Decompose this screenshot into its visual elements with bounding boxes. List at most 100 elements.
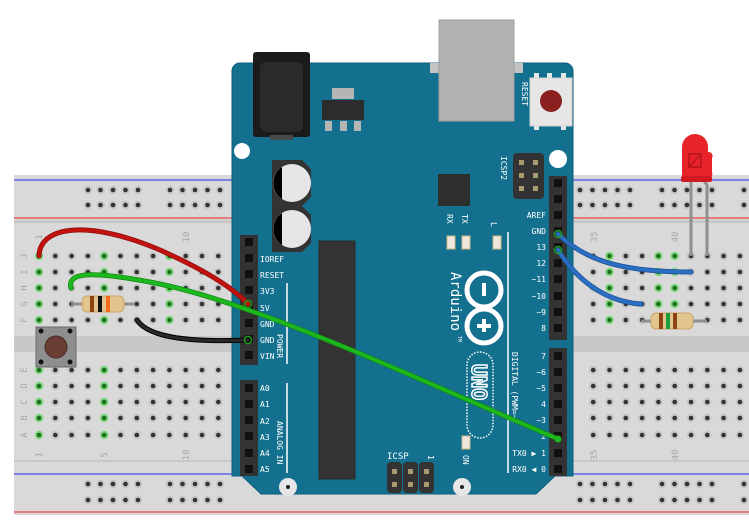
breadboard-hole[interactable]: [51, 365, 60, 375]
breadboard-hole[interactable]: [589, 430, 598, 440]
breadboard-hole[interactable]: [34, 381, 44, 391]
breadboard-hole[interactable]: [613, 479, 622, 489]
breadboard-hole[interactable]: [100, 381, 109, 391]
breadboard-hole[interactable]: [51, 267, 60, 277]
breadboard-hole[interactable]: [719, 430, 728, 440]
breadboard-hole[interactable]: [670, 299, 679, 309]
breadboard-hole[interactable]: [735, 365, 745, 375]
breadboard-hole[interactable]: [133, 185, 143, 195]
breadboard-hole[interactable]: [190, 185, 200, 195]
breadboard-hole[interactable]: [670, 397, 679, 407]
breadboard-hole[interactable]: [657, 200, 667, 210]
breadboard-hole[interactable]: [605, 365, 614, 375]
header-socket[interactable]: [554, 211, 562, 219]
breadboard-hole[interactable]: [121, 479, 130, 489]
breadboard-hole[interactable]: [686, 430, 696, 440]
breadboard-hole[interactable]: [51, 413, 60, 423]
breadboard-hole[interactable]: [178, 495, 187, 505]
breadboard-hole[interactable]: [116, 397, 125, 407]
breadboard-hole[interactable]: [165, 267, 174, 277]
breadboard-hole[interactable]: [707, 479, 717, 489]
breadboard-hole[interactable]: [67, 430, 76, 440]
breadboard-hole[interactable]: [148, 251, 158, 261]
breadboard-hole[interactable]: [215, 185, 225, 195]
breadboard-hole[interactable]: [703, 283, 712, 293]
breadboard-hole[interactable]: [148, 430, 158, 440]
breadboard-hole[interactable]: [96, 479, 105, 489]
breadboard-hole[interactable]: [215, 200, 225, 210]
breadboard-hole[interactable]: [148, 397, 158, 407]
header-socket[interactable]: [245, 384, 253, 392]
breadboard-hole[interactable]: [605, 430, 614, 440]
breadboard-hole[interactable]: [181, 315, 190, 325]
breadboard-hole[interactable]: [588, 200, 597, 210]
breadboard-hole[interactable]: [654, 251, 663, 261]
breadboard-hole[interactable]: [637, 251, 647, 261]
breadboard-hole[interactable]: [67, 413, 76, 423]
breadboard-hole[interactable]: [83, 495, 93, 505]
breadboard-hole[interactable]: [108, 479, 118, 489]
breadboard-hole[interactable]: [657, 479, 667, 489]
breadboard-hole[interactable]: [719, 365, 728, 375]
breadboard-hole[interactable]: [589, 315, 598, 325]
breadboard-hole[interactable]: [214, 251, 223, 261]
breadboard-hole[interactable]: [703, 267, 712, 277]
breadboard-hole[interactable]: [83, 200, 93, 210]
breadboard-hole[interactable]: [148, 283, 158, 293]
header-socket[interactable]: [245, 416, 253, 424]
breadboard-hole[interactable]: [133, 495, 143, 505]
header-socket[interactable]: [245, 351, 253, 359]
breadboard-hole[interactable]: [197, 381, 207, 391]
header-socket[interactable]: [554, 352, 562, 360]
breadboard-hole[interactable]: [51, 283, 60, 293]
breadboard-hole[interactable]: [165, 479, 175, 489]
breadboard-hole[interactable]: [600, 495, 610, 505]
breadboard-hole[interactable]: [735, 283, 745, 293]
breadboard-hole[interactable]: [165, 381, 174, 391]
breadboard-hole[interactable]: [34, 267, 44, 277]
breadboard-hole[interactable]: [197, 430, 207, 440]
breadboard-hole[interactable]: [703, 299, 712, 309]
breadboard-hole[interactable]: [695, 495, 704, 505]
header-socket[interactable]: [554, 368, 562, 376]
breadboard-hole[interactable]: [181, 413, 190, 423]
breadboard-hole[interactable]: [621, 430, 630, 440]
breadboard-hole[interactable]: [197, 251, 207, 261]
breadboard-hole[interactable]: [83, 397, 93, 407]
header-socket[interactable]: [245, 286, 253, 294]
breadboard-hole[interactable]: [100, 430, 109, 440]
breadboard-hole[interactable]: [739, 479, 749, 489]
breadboard-hole[interactable]: [657, 495, 667, 505]
breadboard-hole[interactable]: [719, 267, 728, 277]
breadboard-hole[interactable]: [132, 283, 141, 293]
breadboard-hole[interactable]: [132, 397, 141, 407]
breadboard-hole[interactable]: [165, 413, 174, 423]
breadboard-hole[interactable]: [621, 251, 630, 261]
breadboard-hole[interactable]: [67, 365, 76, 375]
breadboard-hole[interactable]: [215, 495, 225, 505]
breadboard-hole[interactable]: [605, 267, 614, 277]
breadboard-hole[interactable]: [735, 413, 745, 423]
breadboard-hole[interactable]: [132, 430, 141, 440]
header-socket[interactable]: [554, 384, 562, 392]
breadboard-hole[interactable]: [83, 365, 93, 375]
breadboard-hole[interactable]: [605, 315, 614, 325]
breadboard-hole[interactable]: [197, 397, 207, 407]
breadboard-hole[interactable]: [707, 200, 717, 210]
reset-button-cap[interactable]: [540, 90, 562, 112]
breadboard-hole[interactable]: [67, 397, 76, 407]
breadboard-hole[interactable]: [148, 299, 158, 309]
breadboard-hole[interactable]: [100, 315, 109, 325]
breadboard-hole[interactable]: [735, 315, 745, 325]
breadboard-hole[interactable]: [637, 365, 647, 375]
header-socket[interactable]: [554, 400, 562, 408]
resistor-right[interactable]: [641, 312, 707, 330]
breadboard-hole[interactable]: [621, 381, 630, 391]
breadboard-hole[interactable]: [654, 365, 663, 375]
breadboard-hole[interactable]: [100, 397, 109, 407]
breadboard-hole[interactable]: [670, 283, 679, 293]
breadboard-hole[interactable]: [197, 365, 207, 375]
breadboard-hole[interactable]: [100, 365, 109, 375]
breadboard-hole[interactable]: [719, 315, 728, 325]
breadboard-hole[interactable]: [575, 479, 585, 489]
